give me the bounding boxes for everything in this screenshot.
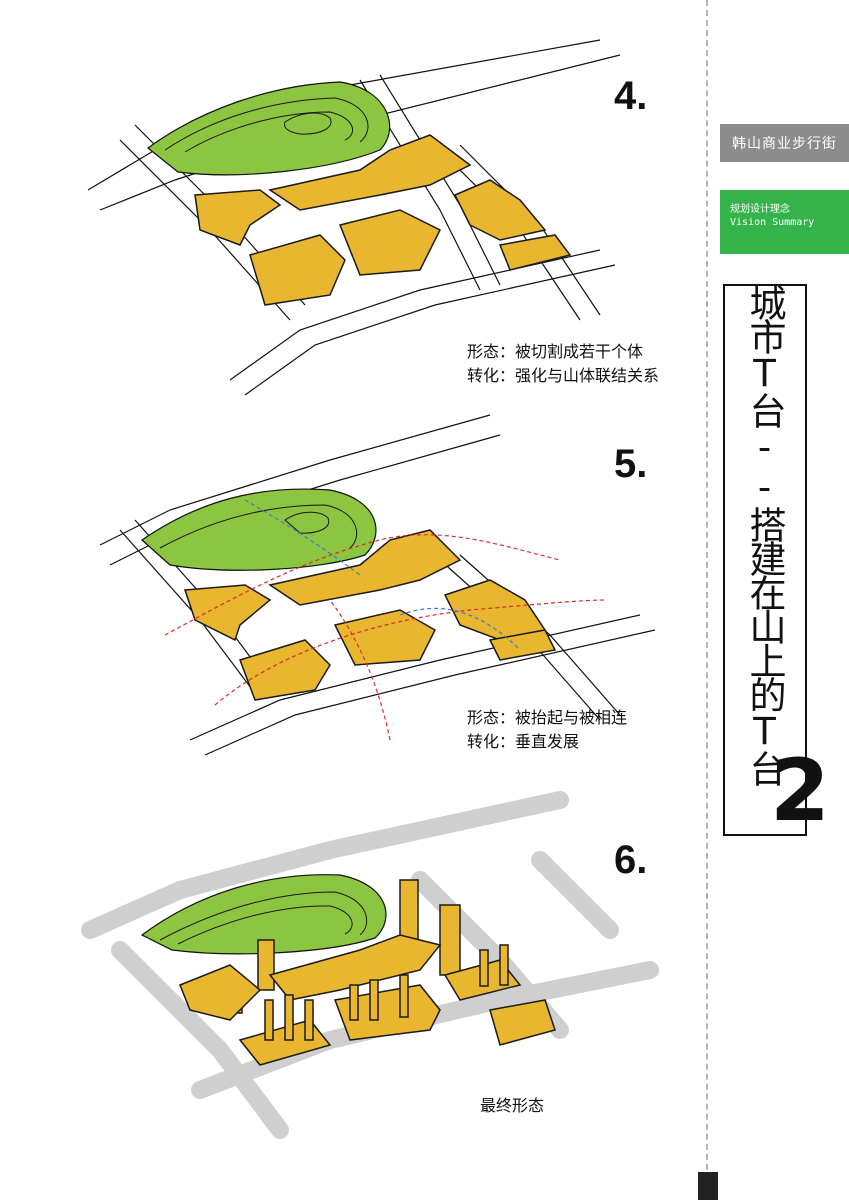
step-6-number: 6.: [614, 838, 648, 882]
diagram-4-contours: [164, 97, 369, 153]
step-4-caption-form: 形态：被切割成若干个体: [467, 342, 644, 361]
step-4-number: 4.: [614, 74, 648, 118]
tower-6b: [439, 904, 461, 976]
block-4d: [453, 179, 547, 241]
diagram-6-buildings: [179, 879, 556, 1066]
step-4-caption-transform: 转化：强化与山体联结关系: [467, 366, 660, 385]
tower-6c: [257, 939, 275, 991]
diagram-4: [87, 39, 621, 396]
diagram-4-mountain: [147, 81, 391, 176]
block-5a: [183, 584, 272, 642]
block-4e: [249, 234, 346, 306]
block-4a: [194, 189, 282, 246]
podium-6f: [489, 999, 556, 1046]
block-5c: [333, 609, 436, 666]
podium-6a: [179, 964, 262, 1021]
step-5-caption-transform: 转化：垂直发展: [467, 732, 580, 751]
diagram-6-contours: [159, 891, 368, 945]
tower-6i: [369, 979, 379, 1021]
project-title: 韩山商业步行街: [720, 124, 849, 162]
diagram-5-contours: [159, 504, 358, 549]
concept-label-box: 规划设计理念 Vision Summary: [720, 190, 849, 254]
footer-block: [698, 1172, 718, 1200]
block-5d: [443, 579, 547, 641]
step-5-caption: 形态：被抬起与被相连 转化：垂直发展: [467, 706, 627, 754]
block-5b: [268, 529, 462, 606]
diagram-4-blocks: [194, 134, 572, 306]
tower-6k: [479, 949, 489, 987]
concept-label-en: Vision Summary: [730, 217, 815, 228]
diagram-5: [99, 414, 656, 756]
tower-6h: [349, 984, 359, 1021]
dashed-divider: [706, 0, 708, 1200]
tower-6j: [399, 974, 409, 1018]
diagram-canvas: [81, 39, 659, 1139]
block-5e: [239, 639, 331, 701]
step-6-caption: 最终形态: [480, 1094, 544, 1118]
tower-6l: [499, 944, 509, 986]
block-4f: [498, 234, 572, 271]
step-5-number: 5.: [614, 442, 648, 486]
podium-6b: [268, 934, 442, 1001]
step-5-caption-form: 形态：被抬起与被相连: [467, 708, 628, 727]
tower-6f: [284, 994, 294, 1041]
diagram-5-mountain: [141, 488, 377, 571]
concept-label-zh: 规划设计理念: [730, 204, 790, 215]
vertical-title-frame: [723, 284, 807, 836]
diagram-5-paths-blue: [244, 499, 521, 651]
tower-6g: [304, 999, 314, 1041]
block-4c: [338, 209, 442, 276]
diagram-6: [81, 791, 659, 1139]
tower-6a: [399, 879, 419, 941]
tower-6e: [264, 999, 274, 1041]
page-number: 2: [770, 741, 830, 841]
diagram-5-paths-red: [164, 534, 606, 741]
vertical-title: 城市T台--搭建在山上的T台: [743, 284, 786, 784]
step-4-caption: 形态：被切割成若干个体 转化：强化与山体联结关系: [467, 340, 659, 388]
step-6-caption-final: 最终形态: [480, 1096, 545, 1115]
block-4b: [268, 134, 472, 211]
